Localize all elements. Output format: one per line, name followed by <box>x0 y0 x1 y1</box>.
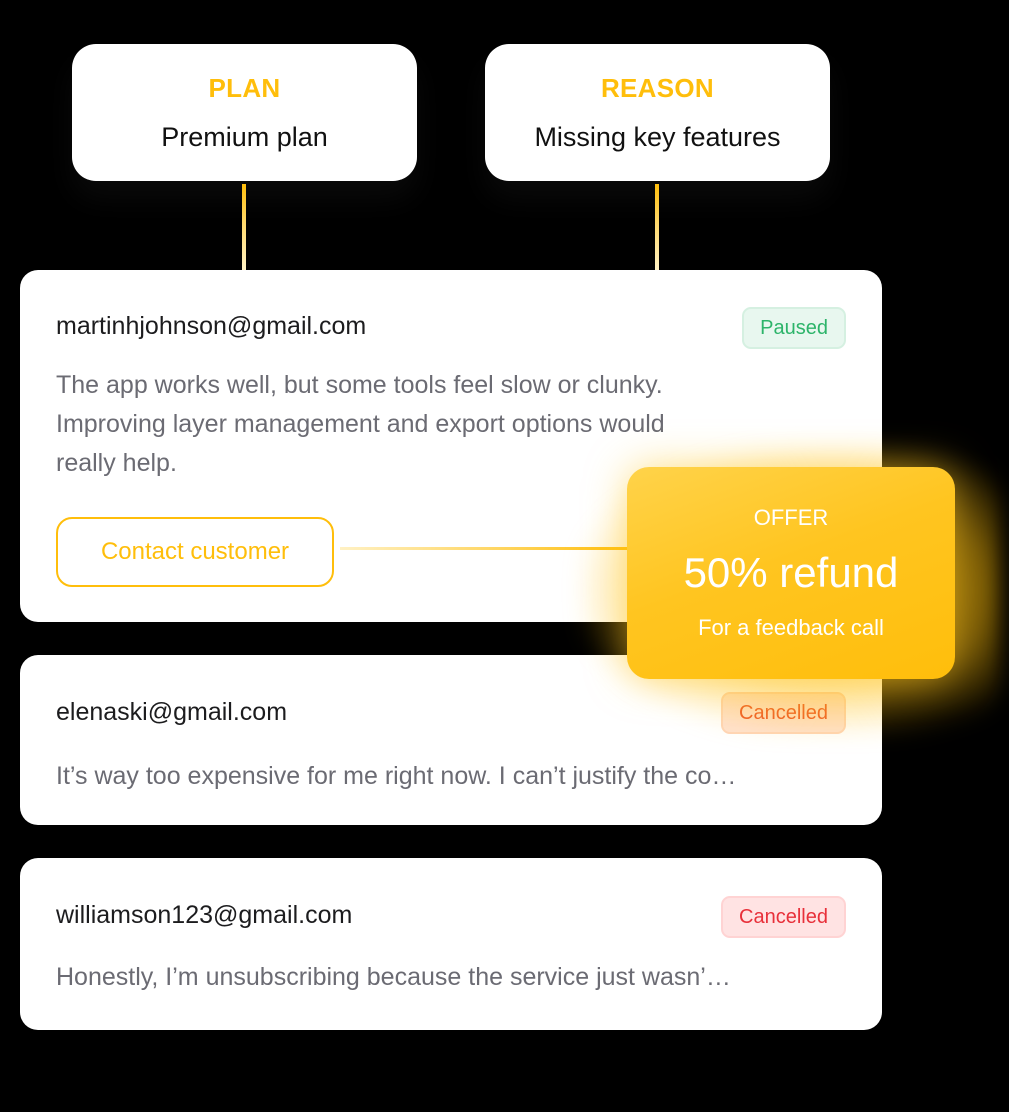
offer-card[interactable]: OFFER 50% refund For a feedback call <box>627 467 955 679</box>
status-badge-paused: Paused <box>742 307 846 349</box>
plan-value: Premium plan <box>161 121 328 152</box>
offer-label: OFFER <box>753 505 829 530</box>
message-line: The app works well, but some tools feel … <box>56 371 663 399</box>
customer-email: elenaski@gmail.com <box>56 698 288 726</box>
offer-subtitle: For a feedback call <box>698 615 884 640</box>
customer-message: It’s way too expensive for me right now.… <box>56 762 737 790</box>
customer-card[interactable]: williamson123@gmail.com Cancelled Honest… <box>20 858 882 1030</box>
customer-email: martinhjohnson@gmail.com <box>56 312 367 340</box>
plan-tag-card: PLAN Premium plan <box>72 44 417 181</box>
message-line: really help. <box>56 449 177 477</box>
customer-email: williamson123@gmail.com <box>56 901 353 929</box>
contact-customer-button[interactable]: Contact customer <box>56 517 334 587</box>
reason-connector-line <box>655 184 659 270</box>
status-badge-cancelled: Cancelled <box>721 896 846 938</box>
offer-value: 50% refund <box>683 549 899 596</box>
customer-message: Honestly, I’m unsubscribing because the … <box>56 963 731 991</box>
reason-value: Missing key features <box>534 121 781 152</box>
customer-message: The app works well, but some tools feel … <box>56 366 665 483</box>
message-line: Improving layer management and export op… <box>56 410 665 438</box>
plan-connector-line <box>242 184 246 270</box>
offer-connector-line <box>340 547 630 550</box>
plan-label: PLAN <box>208 72 281 103</box>
reason-tag-card: REASON Missing key features <box>485 44 830 181</box>
reason-label: REASON <box>600 72 715 103</box>
